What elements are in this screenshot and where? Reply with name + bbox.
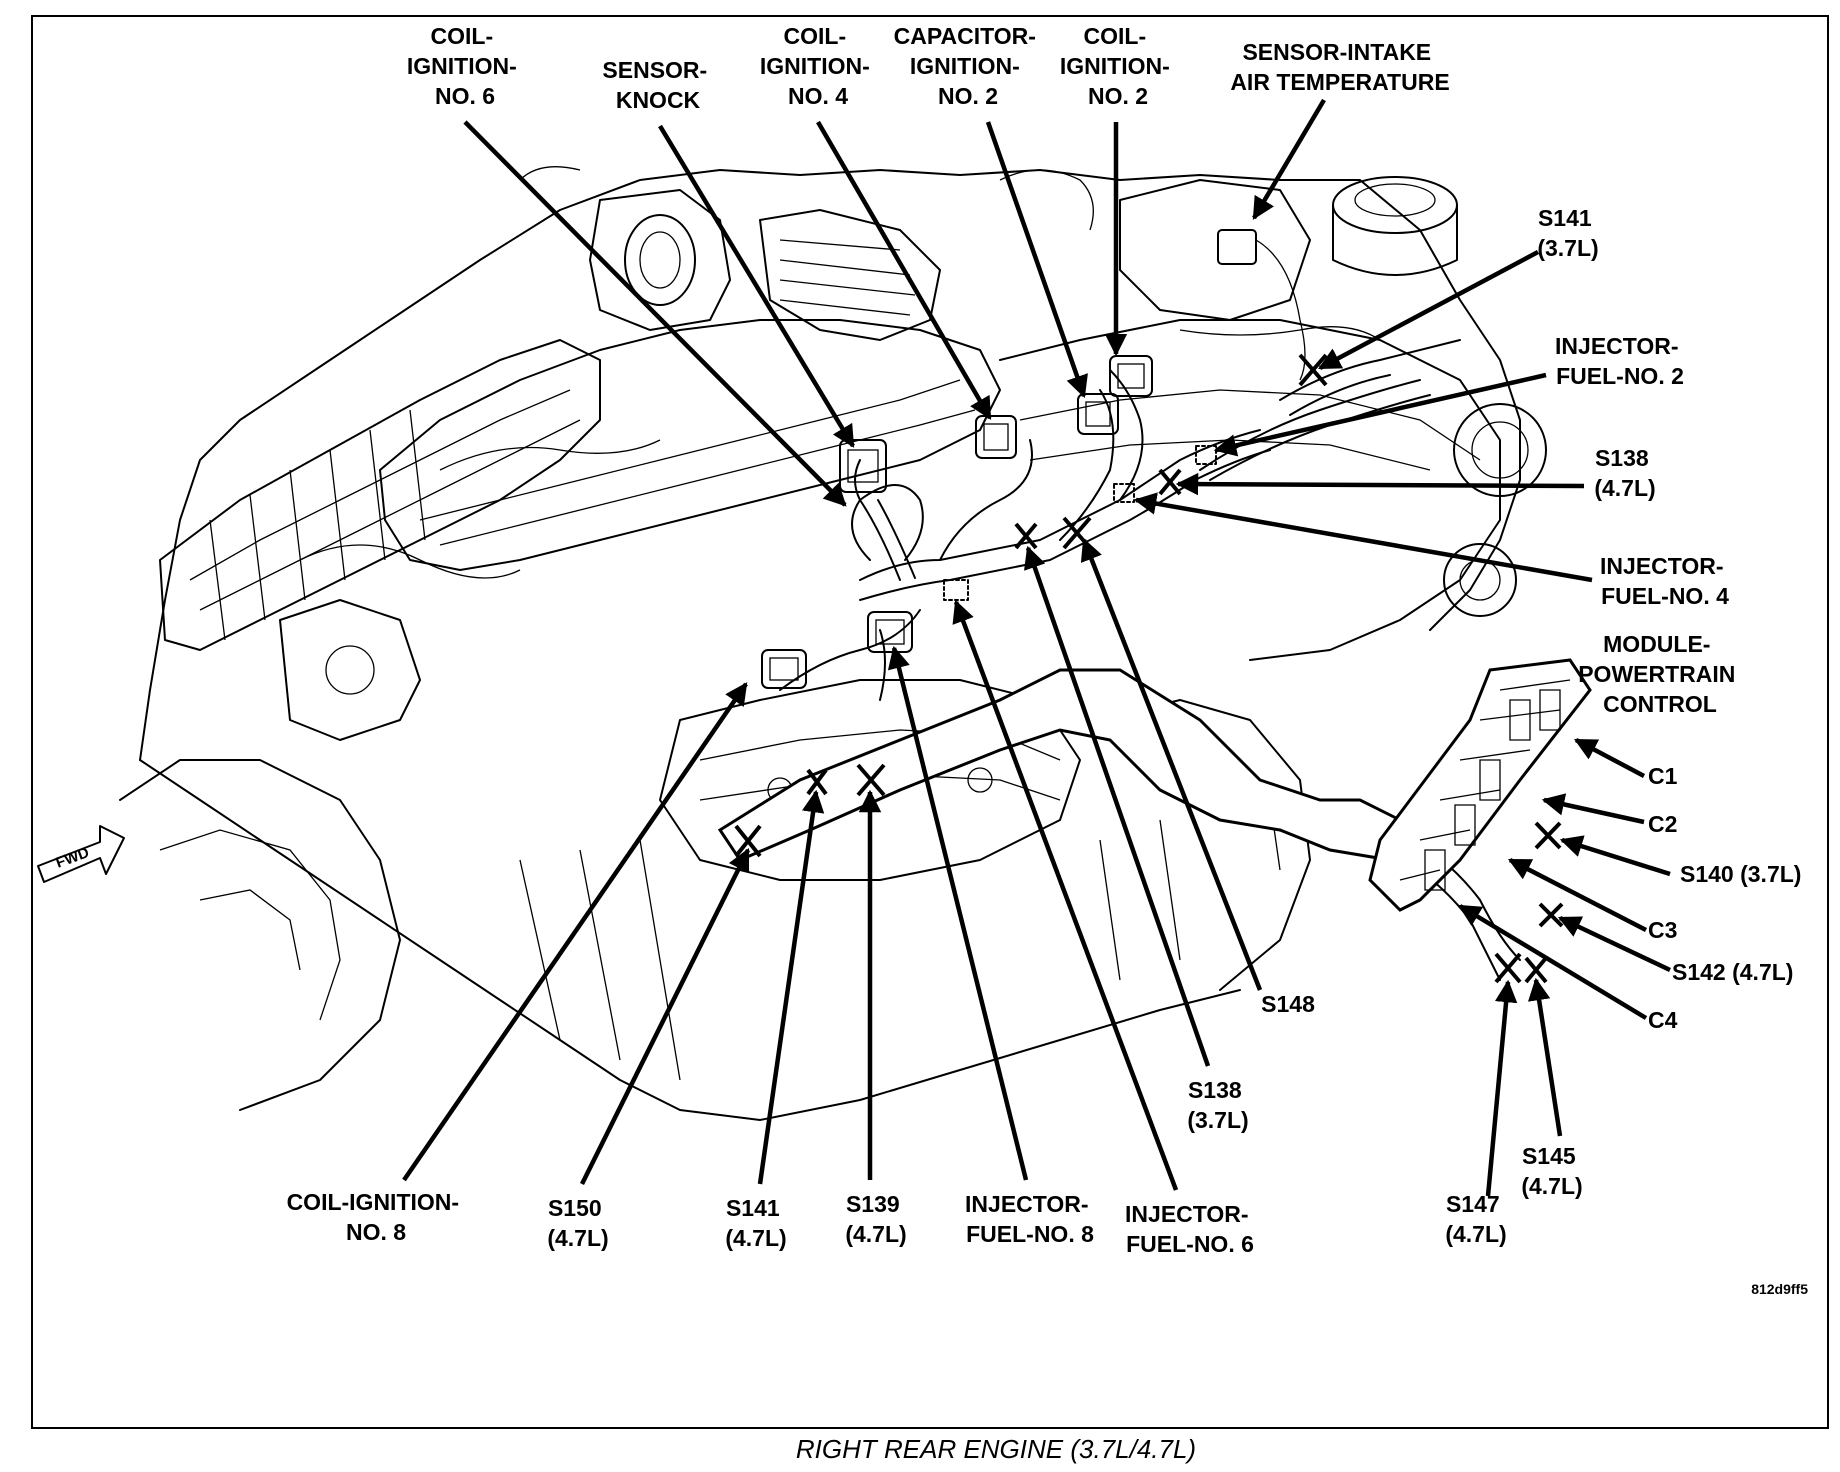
leader-s141-37 bbox=[1318, 250, 1540, 370]
leader-sensor-iat bbox=[1252, 98, 1326, 220]
label-sensor-iat: SENSOR-INTAKE AIR TEMPERATURE bbox=[1230, 39, 1449, 95]
fwd-arrow: FWD bbox=[37, 825, 125, 883]
label-c1: C1 bbox=[1648, 763, 1678, 789]
label-injector-fuel-6: INJECTOR- FUEL-NO. 6 bbox=[1125, 1201, 1255, 1257]
leader-c4 bbox=[1458, 904, 1648, 1020]
label-s150: S150 (4.7L) bbox=[547, 1195, 608, 1251]
leader-s147 bbox=[1485, 979, 1518, 1197]
label-s141-37: S141 (3.7L) bbox=[1537, 205, 1598, 261]
leader-coil-6 bbox=[463, 120, 847, 507]
label-c2: C2 bbox=[1648, 811, 1677, 837]
leader-c2 bbox=[1541, 793, 1645, 825]
label-injector-fuel-2: INJECTOR- FUEL-NO. 2 bbox=[1555, 333, 1685, 389]
leader-capacitor-2 bbox=[985, 121, 1088, 399]
splice-marks bbox=[734, 353, 1564, 984]
leader-c3 bbox=[1507, 857, 1648, 933]
callout-labels: COIL- IGNITION- NO. 6 SENSOR- KNOCK COIL… bbox=[287, 23, 1802, 1257]
label-capacitor-ignition-2: CAPACITOR- IGNITION- NO. 2 bbox=[894, 23, 1043, 109]
fwd-label: FWD bbox=[54, 844, 92, 872]
leader-s138-37 bbox=[1024, 545, 1211, 1067]
label-c4: C4 bbox=[1648, 1007, 1678, 1033]
leader-s142 bbox=[1557, 915, 1671, 973]
label-coil-ignition-4: COIL- IGNITION- NO. 4 bbox=[760, 23, 876, 109]
label-pcm: MODULE- POWERTRAIN CONTROL bbox=[1578, 631, 1742, 717]
label-s138-47: S138 (4.7L) bbox=[1594, 445, 1655, 501]
figure-frame bbox=[31, 15, 1829, 1429]
leader-injector-4 bbox=[1133, 492, 1593, 583]
leader-lines bbox=[402, 98, 1671, 1197]
leader-injector-2 bbox=[1213, 372, 1547, 457]
label-coil-ignition-8: COIL-IGNITION- NO. 8 bbox=[287, 1189, 466, 1245]
leader-s150 bbox=[579, 847, 751, 1186]
figure-caption: RIGHT REAR ENGINE (3.7L/4.7L) bbox=[796, 1434, 1196, 1464]
leader-s148 bbox=[1080, 537, 1263, 991]
label-s140: S140 (3.7L) bbox=[1680, 861, 1801, 887]
powertrain-control-module bbox=[1368, 658, 1592, 912]
leader-s145 bbox=[1527, 977, 1563, 1137]
leader-injector-8 bbox=[887, 645, 1029, 1181]
label-s148: S148 bbox=[1261, 991, 1315, 1017]
figure-code: 812d9ff5 bbox=[1751, 1281, 1808, 1297]
engine-illustration bbox=[119, 166, 1547, 1121]
label-s141-47: S141 (4.7L) bbox=[725, 1195, 786, 1251]
harness-connectors bbox=[761, 355, 1217, 689]
leader-s138-47 bbox=[1175, 472, 1585, 496]
label-s138-37: S138 (3.7L) bbox=[1187, 1077, 1248, 1133]
label-injector-fuel-8: INJECTOR- FUEL-NO. 8 bbox=[965, 1191, 1095, 1247]
leader-coil-8 bbox=[402, 682, 748, 1182]
label-coil-ignition-6: COIL- IGNITION- NO. 6 bbox=[407, 23, 523, 109]
leader-c1 bbox=[1574, 738, 1646, 778]
label-sensor-knock: SENSOR- KNOCK bbox=[602, 57, 713, 113]
leader-sensor-knock bbox=[658, 124, 855, 448]
label-c3: C3 bbox=[1648, 917, 1677, 943]
label-injector-fuel-4: INJECTOR- FUEL-NO. 4 bbox=[1600, 553, 1730, 609]
leader-coil-4 bbox=[816, 120, 992, 420]
leader-s141-47 bbox=[757, 789, 825, 1185]
label-s147: S147 (4.7L) bbox=[1445, 1191, 1506, 1247]
label-s145: S145 (4.7L) bbox=[1521, 1143, 1582, 1199]
leader-s140 bbox=[1559, 835, 1671, 877]
leader-injector-6 bbox=[952, 599, 1179, 1191]
label-s139: S139 (4.7L) bbox=[845, 1191, 906, 1247]
label-coil-ignition-2: COIL- IGNITION- NO. 2 bbox=[1060, 23, 1176, 109]
label-s142: S142 (4.7L) bbox=[1672, 959, 1793, 985]
